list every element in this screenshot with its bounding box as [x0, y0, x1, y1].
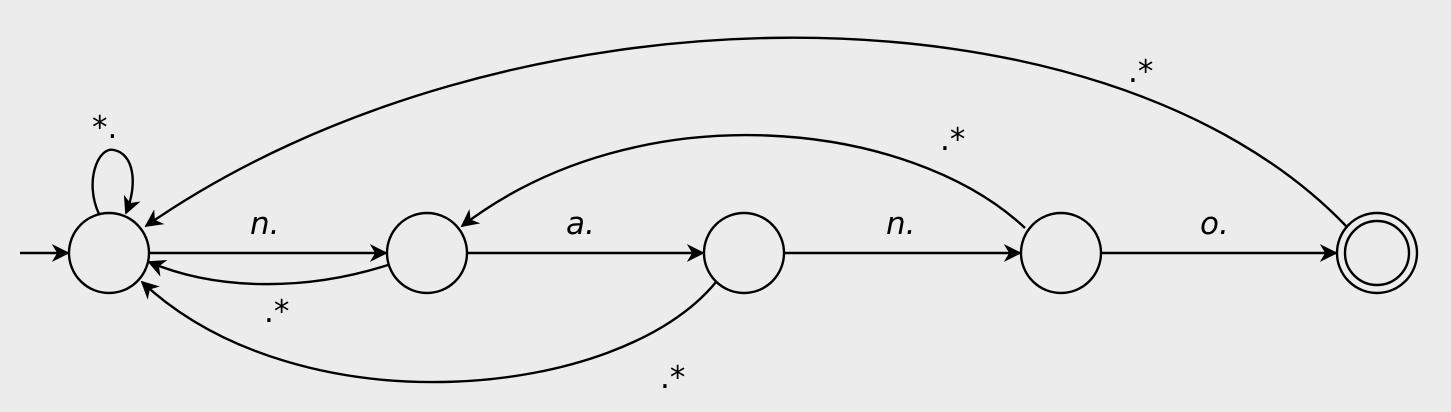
edge-q1-q0: [147, 260, 389, 286]
label-q4-q0: .*: [1128, 54, 1153, 90]
edge-q3-q1: [460, 133, 1026, 229]
state-q3: [1019, 211, 1103, 295]
label-q1-q2: a.: [566, 206, 595, 242]
state-q4-accepting-inner: [1343, 219, 1411, 287]
label-q3-q4: o.: [1200, 206, 1229, 242]
label-q3-q1: .*: [940, 122, 965, 158]
label-q0-q1: n.: [250, 206, 280, 242]
label-q2-q3: n.: [886, 206, 916, 242]
edge-q2-q0: [140, 280, 717, 384]
state-q1: [385, 211, 469, 295]
label-q2-q0: .*: [660, 360, 685, 396]
state-q0: [67, 211, 151, 295]
edge-q0-self-loop: [91, 148, 141, 215]
edge-q4-q0: [144, 36, 1347, 228]
label-q1-q0: .*: [264, 294, 289, 330]
state-q2: [702, 211, 786, 295]
label-q0-self-loop: *.: [92, 110, 117, 146]
